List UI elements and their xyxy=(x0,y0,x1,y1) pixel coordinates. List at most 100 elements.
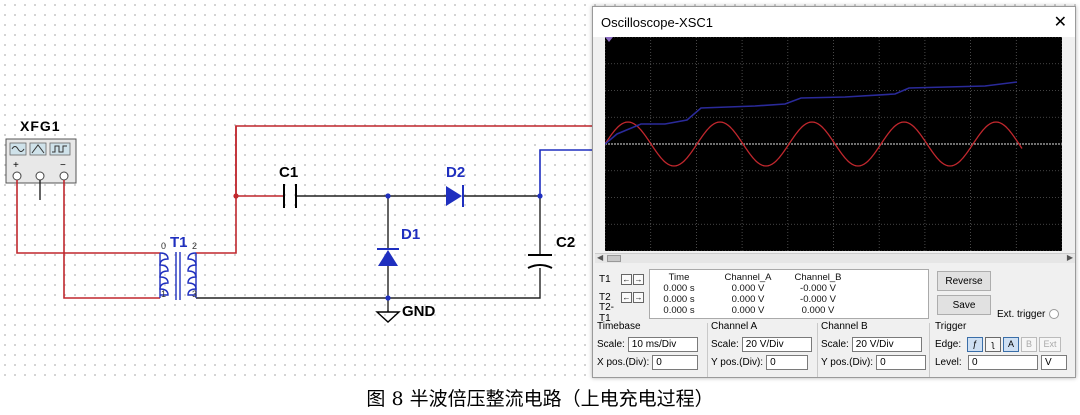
rising-edge-icon[interactable]: ƒ xyxy=(967,336,983,352)
channel-b-t2: -0.000 V xyxy=(800,294,836,305)
channel-b-scale-row: Scale: 20 V/Div xyxy=(821,336,929,352)
t1-right-arrow-icon[interactable]: → xyxy=(633,273,644,285)
channel-b-t1: -0.000 V xyxy=(800,283,836,294)
t1-pin-0: 0 xyxy=(161,241,167,251)
group-divider xyxy=(707,323,708,377)
trigger-group: Trigger Edge: ƒ ʅ A B Ext Level: 0 V xyxy=(935,321,1075,372)
timebase-pos-field[interactable]: 0 xyxy=(652,354,699,370)
channel-a-delta: 0.000 V xyxy=(731,305,765,316)
close-icon[interactable]: ✕ xyxy=(1053,14,1067,31)
time-t2: 0.000 s xyxy=(663,294,695,305)
ground-symbol xyxy=(375,310,401,323)
timebase-group: Timebase Scale: 10 ms/Div X pos.(Div): 0 xyxy=(597,321,705,372)
channel-b-column: Channel_B -0.000 V -0.000 V 0.000 V xyxy=(786,272,850,316)
figure-caption: 图 8 半波倍压整流电路（上电充电过程） xyxy=(366,388,714,410)
channel-b-header: Channel_B xyxy=(794,272,842,283)
t1-label: T1 xyxy=(599,273,611,285)
channel-a-t2: 0.000 V xyxy=(731,294,765,305)
timebase-scale-field[interactable]: 10 ms/Div xyxy=(627,336,698,352)
channel-a-scale-field[interactable]: 20 V/Div xyxy=(741,336,812,352)
t2-left-arrow-icon[interactable]: ← xyxy=(621,291,632,303)
trigger-source-ext[interactable]: Ext xyxy=(1039,336,1061,352)
function-generator[interactable]: + − xyxy=(5,138,77,184)
channel-a-scale-row: Scale: 20 V/Div xyxy=(711,336,819,352)
channel-a-trace xyxy=(605,121,1023,167)
time-delta: 0.000 s xyxy=(663,305,695,316)
d2-label: D2 xyxy=(446,164,466,181)
transformer-t1[interactable] xyxy=(159,252,197,300)
channel-b-delta: 0.000 V xyxy=(801,305,835,316)
channel-b-pos-row: Y pos.(Div): 0 xyxy=(821,354,929,370)
fg-plus-terminal: + xyxy=(13,160,19,171)
scroll-thumb[interactable] xyxy=(607,255,621,262)
oscilloscope-title: Oscilloscope-XSC1 xyxy=(601,14,713,30)
channel-b-pos-label: Y pos.(Div): xyxy=(821,356,874,368)
time-t1: 0.000 s xyxy=(663,283,695,294)
channel-a-title: Channel A xyxy=(711,321,758,332)
channel-b-pos-field[interactable]: 0 xyxy=(876,354,927,370)
channel-a-t1: 0.000 V xyxy=(731,283,765,294)
trigger-edge-label: Edge: xyxy=(935,338,962,350)
channel-a-scale-label: Scale: xyxy=(711,338,739,350)
timebase-pos-row: X pos.(Div): 0 xyxy=(597,354,705,370)
diode-d2[interactable] xyxy=(446,185,464,207)
c2-label: C2 xyxy=(556,234,576,251)
trigger-level-field[interactable]: 0 xyxy=(968,354,1038,370)
gnd-label: GND xyxy=(402,303,436,320)
save-button[interactable]: Save xyxy=(937,295,991,315)
capacitor-c1[interactable] xyxy=(283,184,297,208)
t2-t1-label: T2-T1 xyxy=(599,302,614,324)
channel-a-pos-field[interactable]: 0 xyxy=(766,354,809,370)
timebase-scale-label: Scale: xyxy=(597,338,625,350)
t2-row: T2 ← → xyxy=(599,291,645,303)
t1-row: T1 ← → xyxy=(599,273,645,285)
channel-b-title: Channel B xyxy=(821,321,868,332)
t1-pin-1: 1 xyxy=(161,289,167,299)
capacitor-c2[interactable] xyxy=(527,254,553,269)
reverse-button[interactable]: Reverse xyxy=(937,271,991,291)
channel-a-column: Channel_A 0.000 V 0.000 V 0.000 V xyxy=(716,272,780,316)
diode-d1[interactable] xyxy=(377,248,399,266)
trigger-level-label: Level: xyxy=(935,356,962,368)
trigger-edge-row: Edge: ƒ ʅ A B Ext xyxy=(935,336,1075,352)
t1-pin-3: 3 xyxy=(192,289,198,299)
time-header: Time xyxy=(668,272,690,283)
ext-trigger-label: Ext. trigger xyxy=(997,309,1046,320)
oscilloscope-screen xyxy=(605,37,1062,251)
trigger-level-unit[interactable]: V xyxy=(1041,354,1067,370)
scroll-left-icon[interactable]: ◀ xyxy=(597,253,604,262)
t2-right-arrow-icon[interactable]: → xyxy=(633,291,644,303)
channel-b-scale-field[interactable]: 20 V/Div xyxy=(851,336,922,352)
oscilloscope-titlebar[interactable]: Oscilloscope-XSC1 ✕ xyxy=(593,7,1075,37)
cursor-t1-marker[interactable] xyxy=(605,37,613,42)
cursor-readout: T1 ← → T2 ← → T2-T1 Time 0.000 s 0.000 s… xyxy=(599,269,929,324)
oscilloscope-window[interactable]: Oscilloscope-XSC1 ✕ ◀ ▶ T1 ← → T2 ← xyxy=(592,6,1076,378)
channel-a-group: Channel A Scale: 20 V/Div Y pos.(Div): 0 xyxy=(711,321,819,372)
ext-trigger-terminal[interactable] xyxy=(1049,309,1059,319)
fg-minus-terminal: − xyxy=(60,160,66,171)
d1-label: D1 xyxy=(401,226,421,243)
timebase-title: Timebase xyxy=(597,321,641,332)
t1-label: T1 xyxy=(170,234,188,251)
falling-edge-icon[interactable]: ʅ xyxy=(985,336,1001,352)
trigger-source-a[interactable]: A xyxy=(1003,336,1019,352)
timebase-scale-row: Scale: 10 ms/Div xyxy=(597,336,705,352)
trigger-source-b[interactable]: B xyxy=(1021,336,1037,352)
xfg1-label: XFG1 xyxy=(20,118,61,134)
group-divider xyxy=(929,323,930,377)
blue-wire xyxy=(539,149,605,196)
red-wires xyxy=(16,125,605,299)
channel-a-pos-row: Y pos.(Div): 0 xyxy=(711,354,819,370)
t1-left-arrow-icon[interactable]: ← xyxy=(621,273,632,285)
channel-b-trace xyxy=(605,81,1018,145)
channel-b-scale-label: Scale: xyxy=(821,338,849,350)
trigger-level-row: Level: 0 V xyxy=(935,354,1075,370)
t1-pin-2: 2 xyxy=(192,241,198,251)
scope-scrollbar[interactable]: ◀ ▶ xyxy=(595,253,1075,263)
timebase-pos-label: X pos.(Div): xyxy=(597,356,650,368)
group-divider xyxy=(817,323,818,377)
c1-label: C1 xyxy=(279,164,299,181)
wire-junctions-red xyxy=(233,193,239,199)
scroll-right-icon[interactable]: ▶ xyxy=(1066,253,1073,262)
